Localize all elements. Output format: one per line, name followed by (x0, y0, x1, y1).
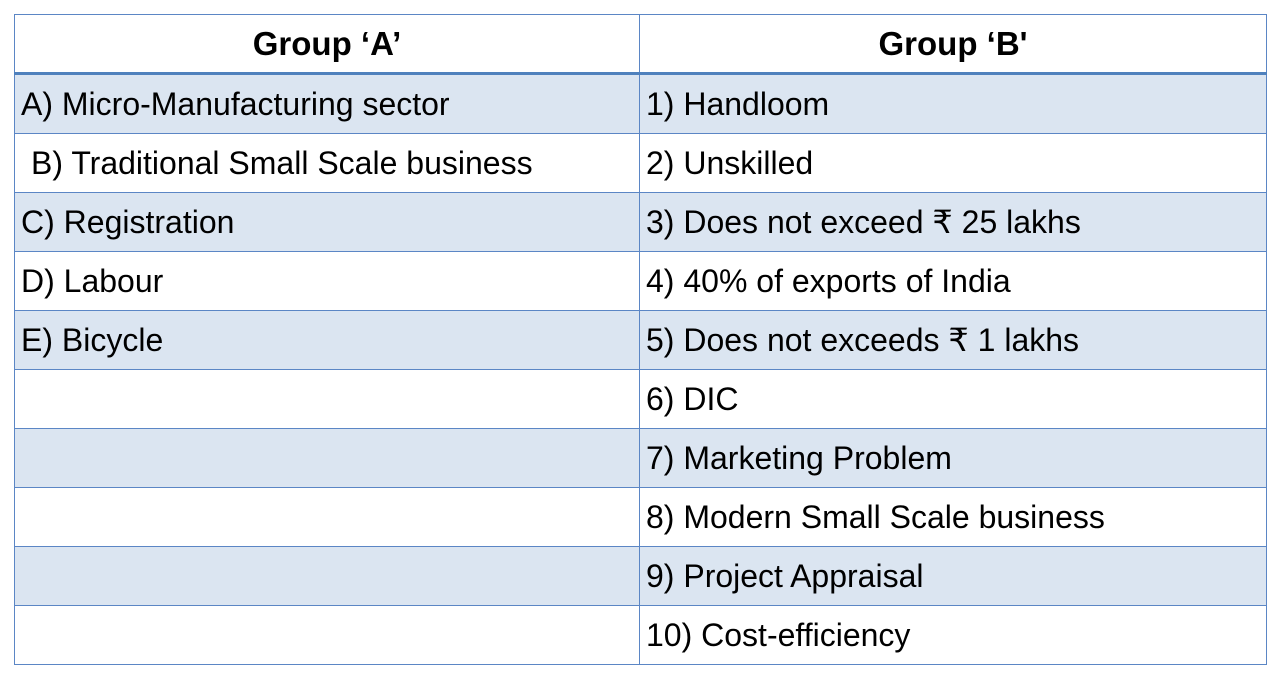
table-row: D) Labour 4) 40% of exports of India (14, 251, 1267, 311)
table-row: 6) DIC (14, 369, 1267, 429)
group-a-cell: E) Bicycle (14, 310, 640, 370)
group-a-cell: C) Registration (14, 192, 640, 252)
table-row: C) Registration 3) Does not exceed ₹ 25 … (14, 192, 1267, 252)
group-a-cell (14, 428, 640, 488)
group-b-cell: 10) Cost-efficiency (639, 605, 1267, 665)
table-row: 9) Project Appraisal (14, 546, 1267, 606)
group-b-cell: 2) Unskilled (639, 133, 1267, 193)
group-a-cell (14, 487, 640, 547)
group-a-cell (14, 369, 640, 429)
table-header-row: Group ‘A’ Group ‘B' (14, 14, 1267, 75)
group-b-cell: 5) Does not exceeds ₹ 1 lakhs (639, 310, 1267, 370)
group-a-cell: B) Traditional Small Scale business (14, 133, 640, 193)
group-a-header: Group ‘A’ (14, 14, 640, 75)
table-row: 10) Cost-efficiency (14, 605, 1267, 665)
table-row: 7) Marketing Problem (14, 428, 1267, 488)
table-row: B) Traditional Small Scale business 2) U… (14, 133, 1267, 193)
group-b-cell: 9) Project Appraisal (639, 546, 1267, 606)
table-row: 8) Modern Small Scale business (14, 487, 1267, 547)
group-a-cell: D) Labour (14, 251, 640, 311)
table-row: A) Micro-Manufacturing sector 1) Handloo… (14, 73, 1267, 134)
table-row: E) Bicycle 5) Does not exceeds ₹ 1 lakhs (14, 310, 1267, 370)
group-b-cell: 1) Handloom (639, 73, 1267, 134)
group-a-cell: A) Micro-Manufacturing sector (14, 73, 640, 134)
group-b-cell: 3) Does not exceed ₹ 25 lakhs (639, 192, 1267, 252)
group-a-cell (14, 546, 640, 606)
group-b-cell: 4) 40% of exports of India (639, 251, 1267, 311)
group-a-cell (14, 605, 640, 665)
group-b-header: Group ‘B' (639, 14, 1267, 75)
group-b-cell: 7) Marketing Problem (639, 428, 1267, 488)
group-b-cell: 8) Modern Small Scale business (639, 487, 1267, 547)
match-the-following-table: Group ‘A’ Group ‘B' A) Micro-Manufacturi… (14, 14, 1267, 665)
group-b-cell: 6) DIC (639, 369, 1267, 429)
